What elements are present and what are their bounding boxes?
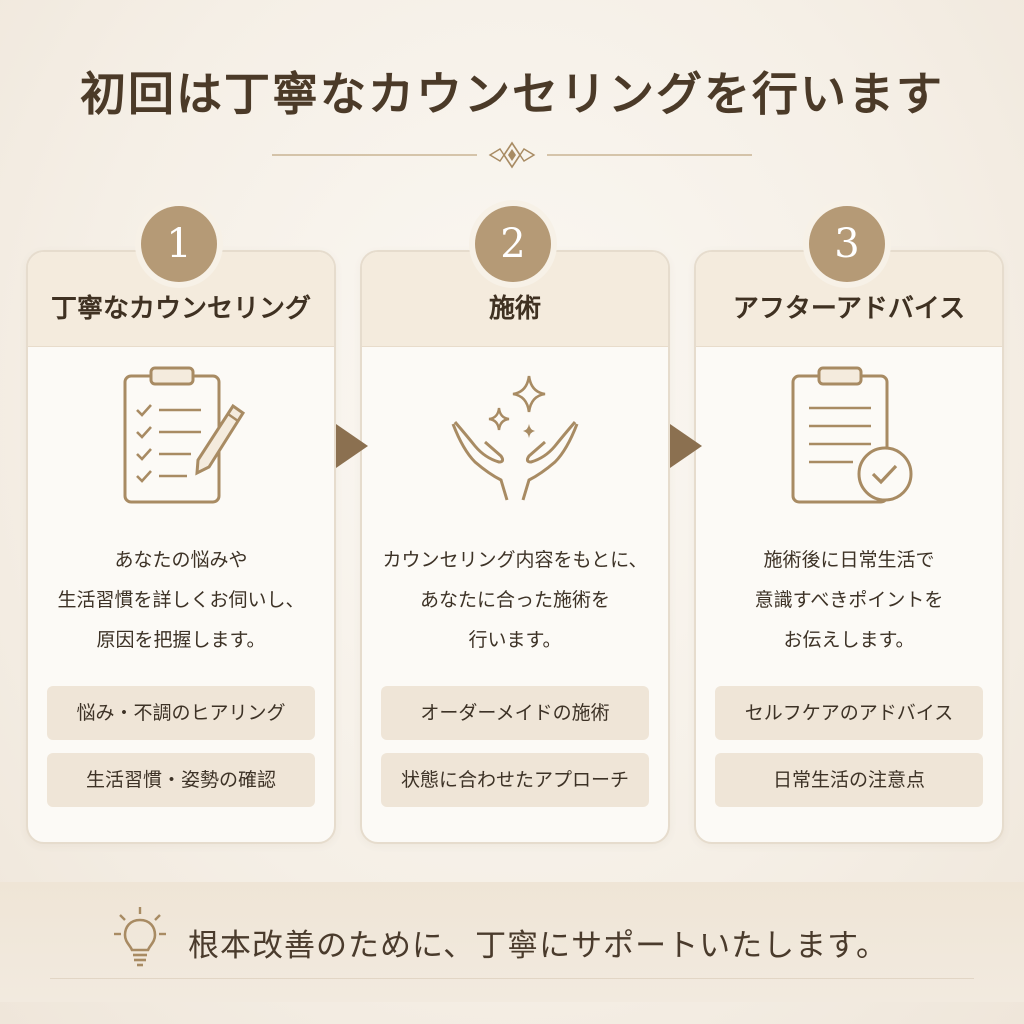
tag-custom-treatment: オーダーメイドの施術 [381,686,649,740]
step-number-badge: 3 [809,206,885,282]
clipboard-checklist-pencil-icon [123,366,246,504]
lightbulb-icon [114,907,166,967]
step-number-badge: 2 [475,206,551,282]
card-description: カウンセリング内容をもとに、 あなたに合った施術を 行います。 [372,540,658,660]
tag-tailored-approach: 状態に合わせたアプローチ [381,753,649,807]
tag-hearing: 悩み・不調のヒアリング [47,686,315,740]
clipboard-check-icon [791,366,913,504]
arrow-right-icon [670,424,702,468]
step-card-treatment: 施術 カウンセリング内容をもとに、 あなたに合った施術を 行います。 オーダーメ… [360,250,670,844]
card-title: 丁寧なカウンセリング [50,294,311,324]
footer-message: 根本改善のために、丁寧にサポートいたします。 [188,928,888,964]
description-line: あなたの悩みや [114,549,248,571]
description-line: あなたに合った施術を [419,589,610,611]
description-line: 原因を把握します。 [96,629,266,651]
card-title: 施術 [488,294,541,324]
step-card-counseling: 丁寧なカウンセリング あなたの悩みや 生活習慣を詳しくお伺いし、 原因を把握しま… [26,250,336,844]
description-line: 生活習慣を詳しくお伺いし、 [57,589,305,611]
description-line: お伝えします。 [783,629,915,651]
arrow-right-icon [336,424,368,468]
card-description: あなたの悩みや 生活習慣を詳しくお伺いし、 原因を把握します。 [38,540,324,660]
description-line: カウンセリング内容をもとに、 [382,549,648,571]
card-title: アフターアドバイス [732,294,966,324]
step-card-aftercare: アフターアドバイス 施術後に日常生活で 意識すべきポイントを お伝えします。 セ… [694,250,1004,844]
hands-sparkles-icon [451,375,579,501]
description-line: 行います。 [468,629,562,651]
description-line: 施術後に日常生活で [763,549,935,571]
tag-selfcare-advice: セルフケアのアドバイス [715,686,983,740]
ornament-divider [272,141,752,169]
footer-divider [50,978,974,979]
footer-band [0,882,1024,1002]
step-number-badge: 1 [141,206,217,282]
description-line: 意識すべきポイントを [754,589,944,611]
tag-daily-cautions: 日常生活の注意点 [715,753,983,807]
page-title: 初回は丁寧なカウンセリングを行います [80,67,944,121]
tag-lifestyle-check: 生活習慣・姿勢の確認 [47,753,315,807]
card-description: 施術後に日常生活で 意識すべきポイントを お伝えします。 [706,540,992,660]
